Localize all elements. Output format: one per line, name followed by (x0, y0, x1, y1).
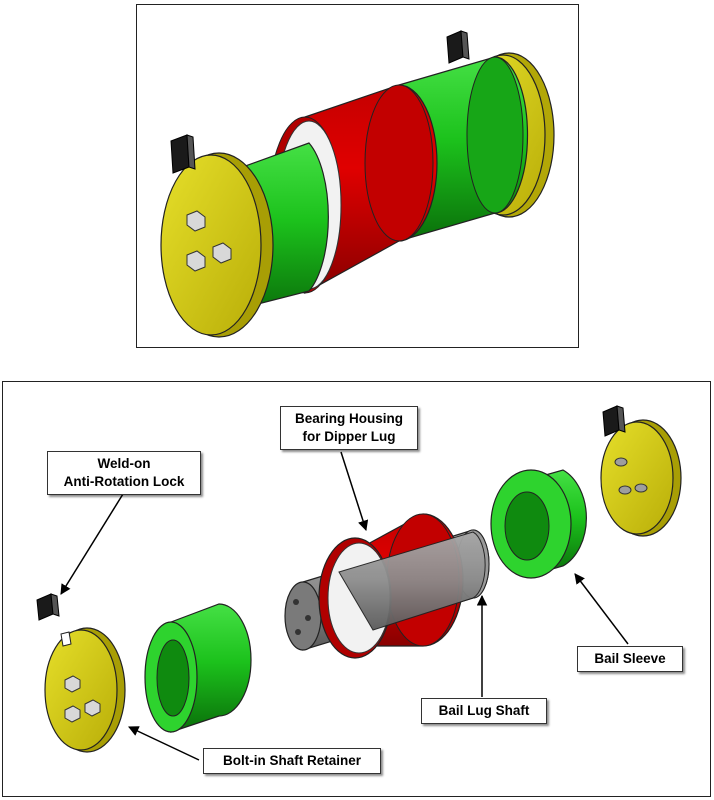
bail-sleeve-left (144, 603, 252, 733)
label-weld-on-lock-line1: Weld-on (97, 456, 151, 471)
arrow-bearing-housing (340, 451, 369, 531)
exploded-view-panel: Bearing Housing for Dipper Lug Weld-on A… (2, 381, 711, 797)
weld-on-anti-rotation-lock-right (602, 405, 626, 437)
label-shaft-retainer-text: Bolt-in Shaft Retainer (222, 753, 361, 768)
label-bail-sleeve-text: Bail Sleeve (594, 651, 666, 666)
weld-on-anti-rotation-lock-left (36, 593, 60, 621)
bearing-housing-exploded (318, 513, 486, 659)
label-bearing-housing-line2: for Dipper Lug (302, 429, 396, 444)
label-bail-lug-shaft: Bail Lug Shaft (421, 698, 547, 724)
shaft-retainer-right (600, 419, 682, 537)
label-weld-on-lock-line2: Anti-Rotation Lock (63, 474, 185, 489)
label-bail-sleeve: Bail Sleeve (577, 646, 683, 672)
leader-arrows (60, 451, 629, 761)
front-shaft-retainer (160, 152, 274, 338)
assembled-view-panel (136, 4, 579, 348)
back-anti-rotation-lock (446, 30, 470, 64)
label-weld-on-lock: Weld-on Anti-Rotation Lock (47, 451, 201, 495)
label-bearing-housing: Bearing Housing for Dipper Lug (280, 406, 418, 450)
exploded-drawing (36, 405, 682, 761)
shaft-retainer-left (44, 627, 126, 753)
label-bail-lug-shaft-text: Bail Lug Shaft (438, 703, 530, 718)
label-bearing-housing-line1: Bearing Housing (294, 411, 403, 426)
bail-sleeve-right (490, 469, 587, 579)
arrow-shaft-retainer (128, 726, 200, 761)
retainer-bolt (186, 210, 232, 272)
arrow-weld-on-lock (60, 493, 124, 595)
arrow-bail-sleeve (574, 573, 629, 645)
front-anti-rotation-lock (170, 134, 196, 174)
label-shaft-retainer: Bolt-in Shaft Retainer (203, 748, 381, 774)
assembled-drawing (160, 30, 555, 338)
